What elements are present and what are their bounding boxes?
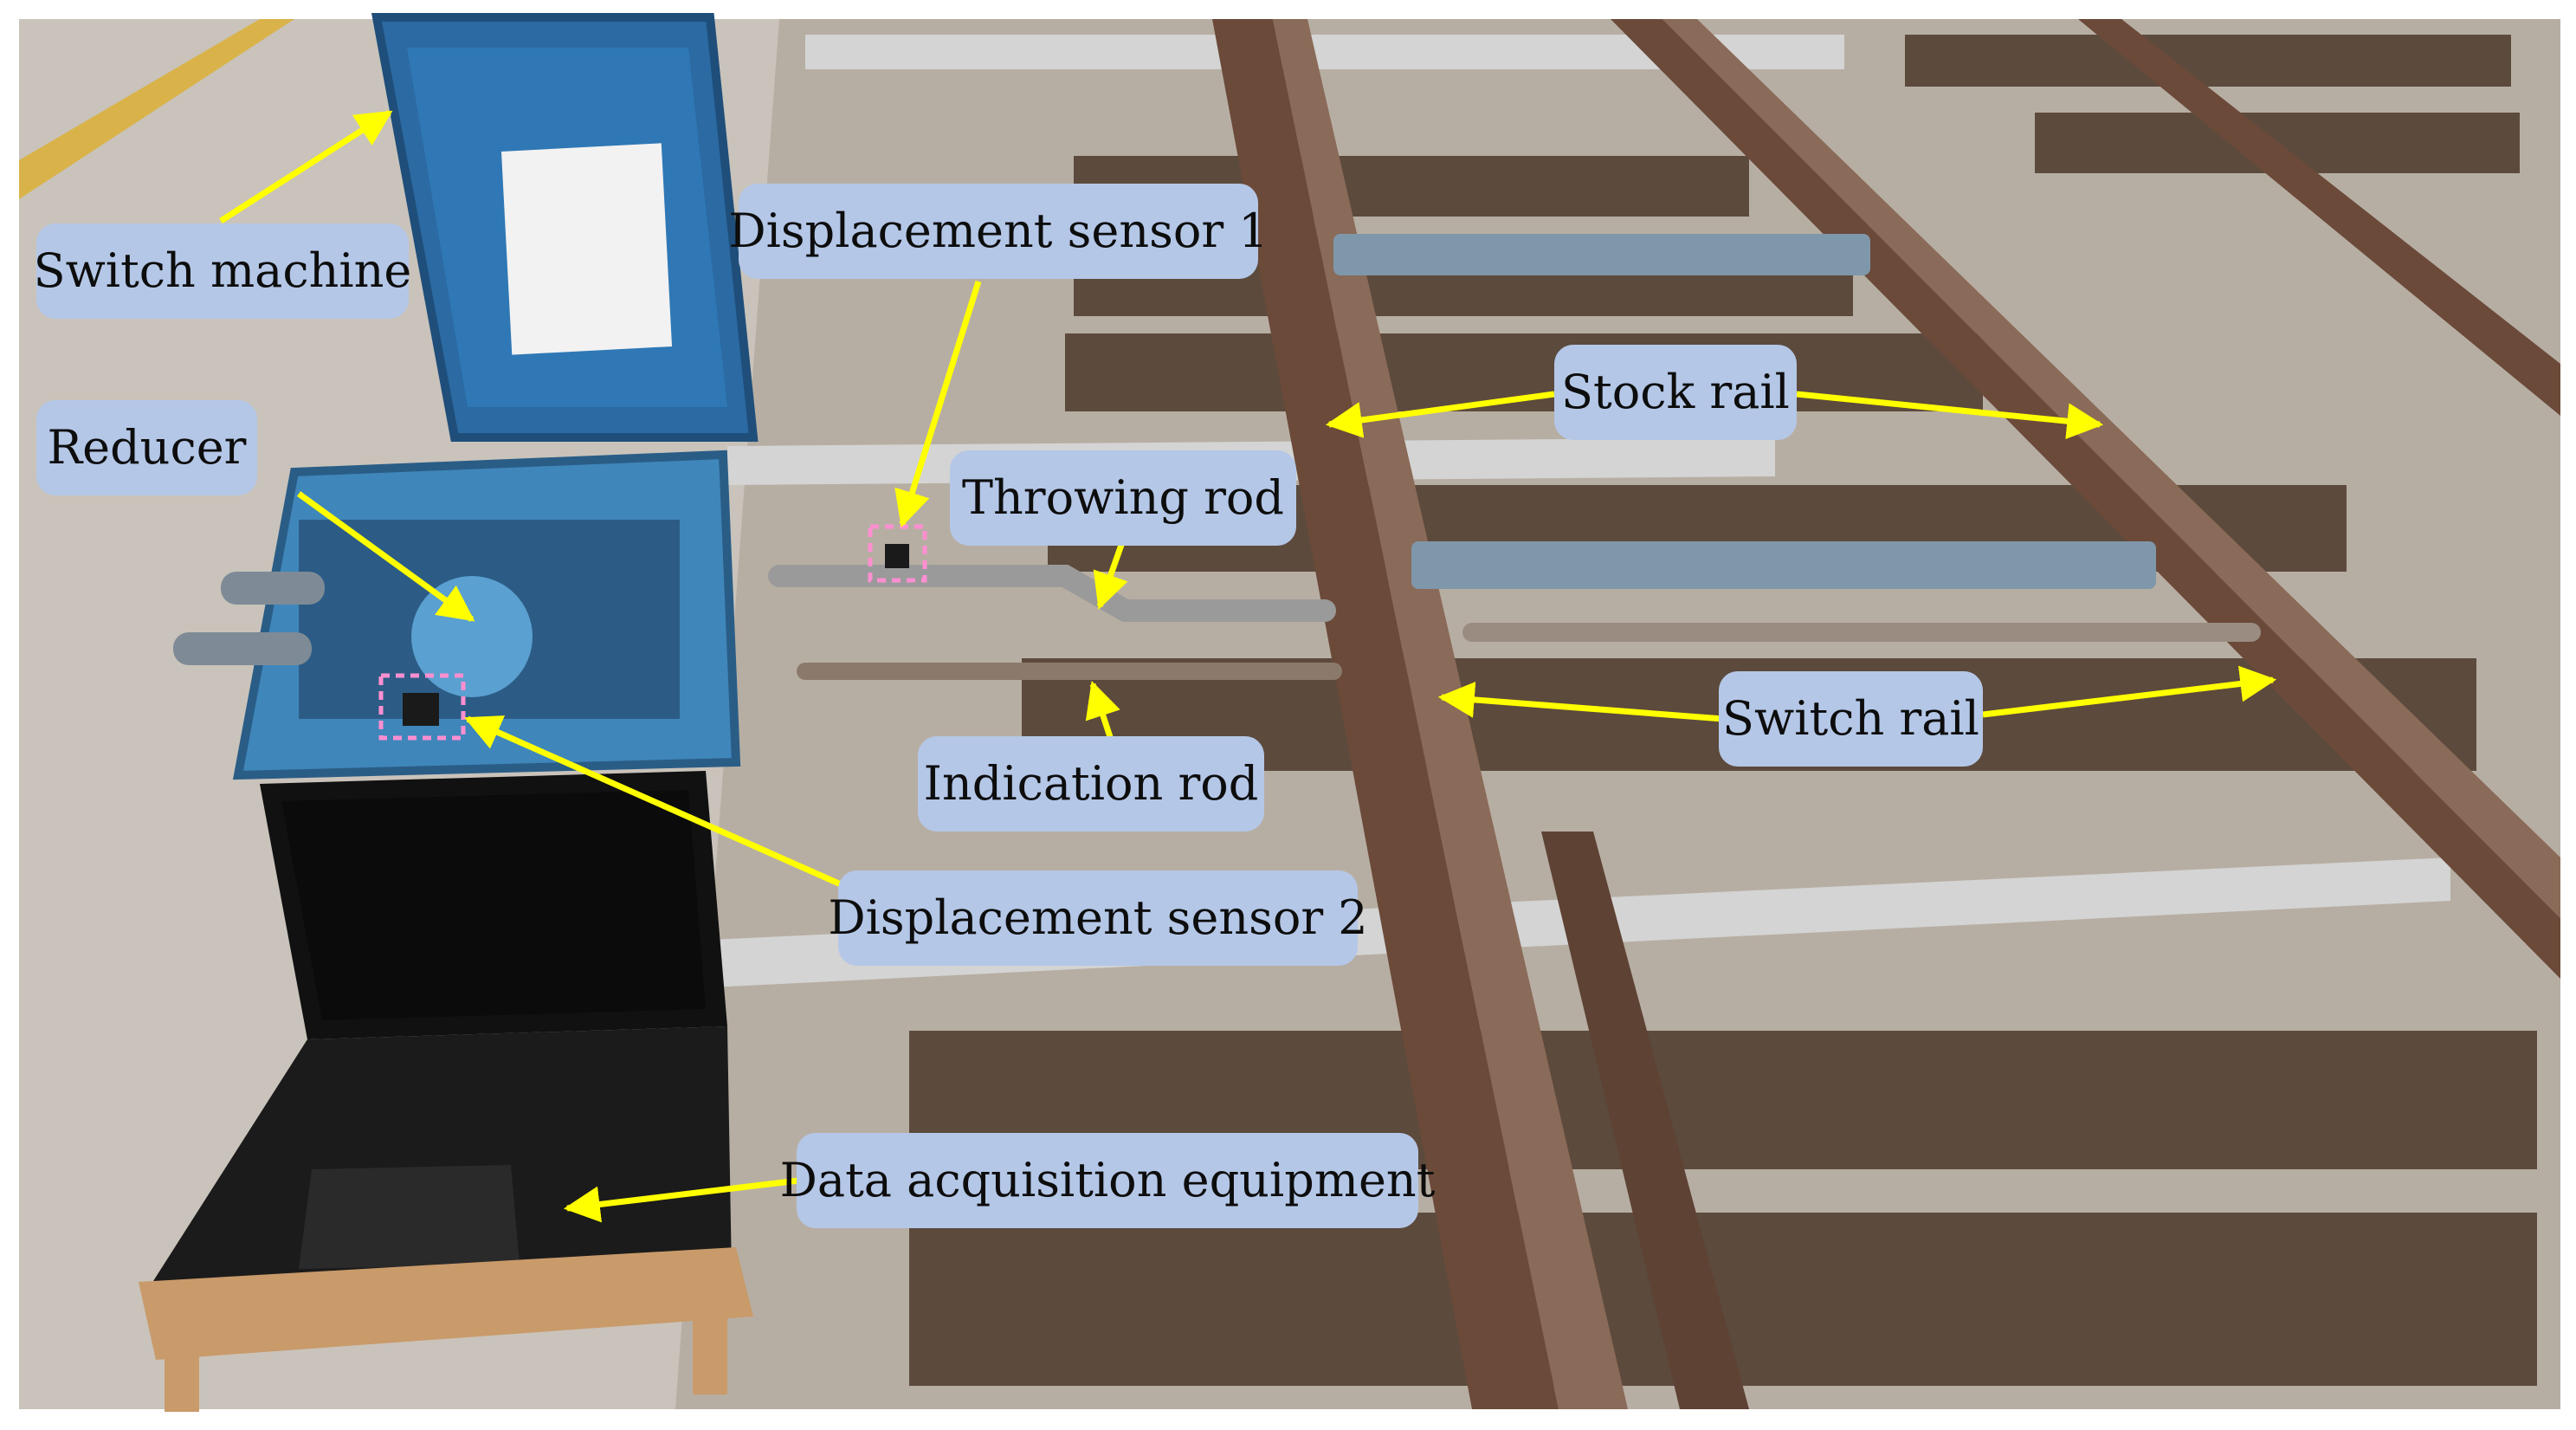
annotation-arrows xyxy=(219,110,2277,1223)
label-indication-rod: Indication rod xyxy=(918,736,1264,831)
arrow-switch-rail-left xyxy=(1437,681,1724,722)
arrow-stock-rail-left xyxy=(1325,391,1555,438)
arrow-switch-machine xyxy=(219,110,393,223)
label-displacement-sensor-1: Displacement sensor 1 xyxy=(728,184,1269,279)
yellow-edge-line xyxy=(19,19,294,199)
laptop-icon xyxy=(147,771,732,1291)
arrow-reducer xyxy=(296,491,475,622)
arrow-displacement-sensor-1 xyxy=(894,280,982,528)
arrow-indication-rod xyxy=(1085,681,1120,747)
sensor-icon xyxy=(378,524,927,741)
stretcher-bars xyxy=(1333,234,2156,589)
label-displacement-sensor-2: Displacement sensor 2 xyxy=(828,870,1368,966)
label-stock-rail: Stock rail xyxy=(1554,345,1797,440)
label-data-acquisition-equipment: Data acquisition equipment xyxy=(780,1133,1435,1228)
wooden-stool xyxy=(139,1247,753,1412)
label-switch-machine: Switch machine xyxy=(34,223,411,319)
label-throwing-rod: Throwing rod xyxy=(950,450,1296,546)
label-switch-rail: Switch rail xyxy=(1719,671,1983,767)
arrow-displacement-sensor-2 xyxy=(464,715,850,891)
arrow-stock-rail-right xyxy=(1796,391,2104,440)
arrow-switch-rail-right xyxy=(1982,665,2277,718)
arrow-data-acquisition xyxy=(563,1176,806,1223)
switch-machine xyxy=(173,13,759,780)
label-reducer: Reducer xyxy=(36,400,257,495)
